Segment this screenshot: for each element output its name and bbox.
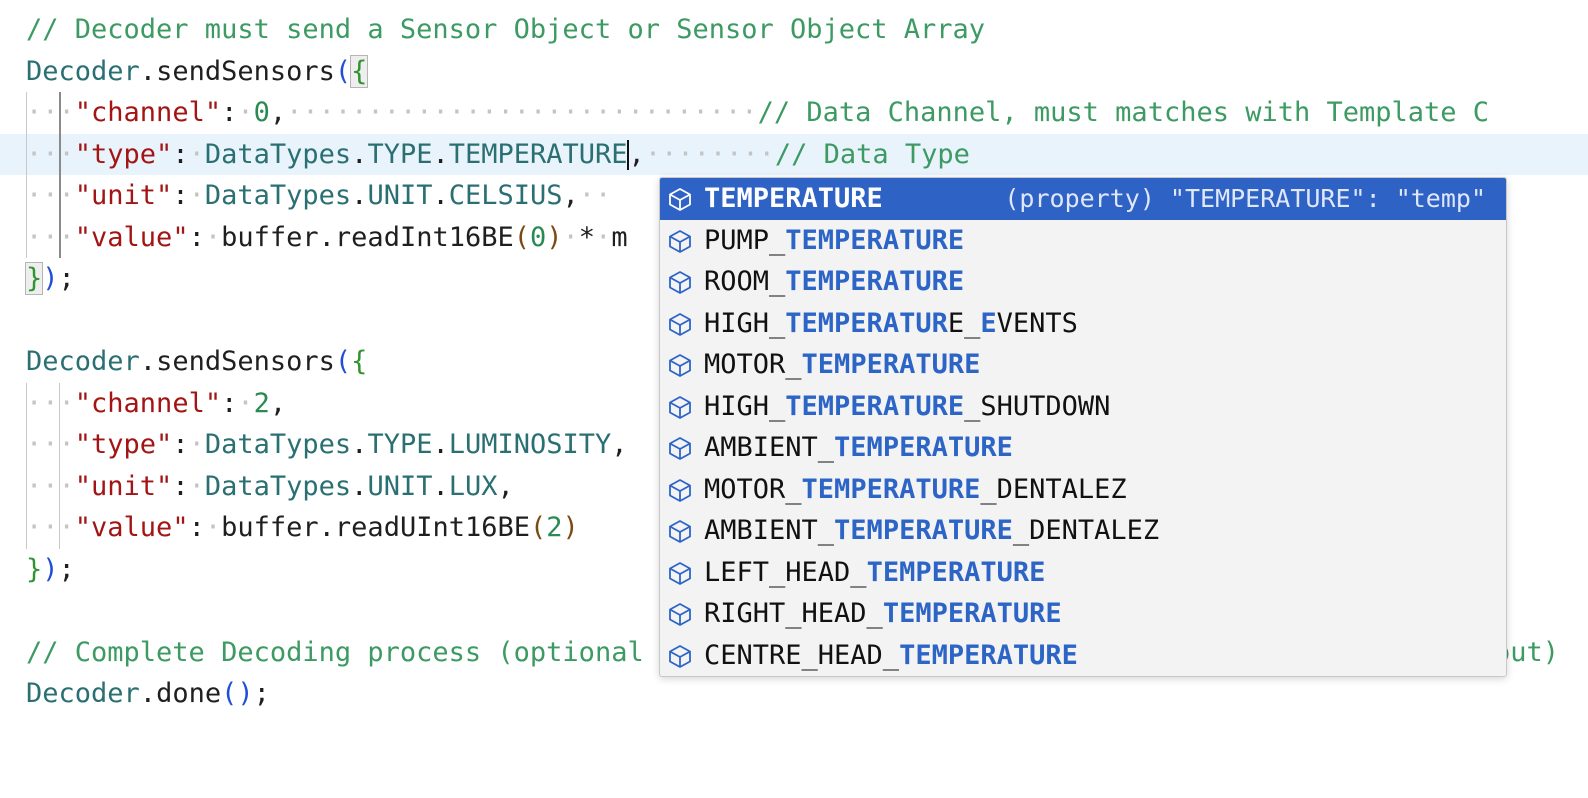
method-name: readUInt16BE <box>334 512 530 543</box>
property-cube-icon <box>669 603 691 626</box>
suggestion-item[interactable]: MOTOR_TEMPERATURE_DENTALEZ <box>660 469 1506 511</box>
identifier: UNIT <box>367 470 433 502</box>
code-line[interactable]: ···"unit":·DataTypes.UNIT.LUX, <box>0 465 1588 507</box>
suggestion-item[interactable]: LEFT_HEAD_TEMPERATURE <box>660 552 1506 594</box>
suggestion-label: MOTOR_TEMPERATURE_DENTALEZ <box>704 473 1127 505</box>
suggestion-item[interactable]: AMBIENT_TEMPERATURE_DENTALEZ <box>660 510 1506 552</box>
comment: // Decoder must send a Sensor Object or … <box>26 14 986 45</box>
suggestion-item[interactable]: PUMP_TEMPERATURE <box>660 220 1506 262</box>
identifier: LUMINOSITY <box>448 429 612 460</box>
property-key: "channel" <box>74 97 222 128</box>
suggestion-item[interactable]: HIGH_TEMPERATURE_SHUTDOWN <box>660 386 1506 428</box>
identifier: Decoder <box>26 678 140 709</box>
suggestion-label: CENTRE_HEAD_TEMPERATURE <box>704 639 1078 671</box>
identifier: DataTypes <box>204 470 352 502</box>
suggestion-item[interactable]: AMBIENT_TEMPERATURE <box>660 427 1506 469</box>
suggestion-item[interactable]: HIGH_TEMPERATURE_EVENTS <box>660 303 1506 345</box>
property-cube-icon <box>669 520 691 543</box>
suggestion-detail: (property) "TEMPERATURE": "temp" <box>1004 184 1486 213</box>
number-literal: 2 <box>546 512 563 543</box>
code-editor[interactable]: // Decoder must send a Sensor Object or … <box>0 0 1588 726</box>
identifier: Decoder <box>26 346 140 377</box>
bracket-match: } <box>24 262 44 295</box>
suggestion-item[interactable]: ROOM_TEMPERATURE <box>660 261 1506 303</box>
code-line[interactable]: }); <box>26 553 75 585</box>
property-cube-icon <box>669 229 691 253</box>
identifier: LUX <box>448 470 498 502</box>
code-line[interactable]: ···"value":·buffer.readInt16BE(0)·*·m <box>0 216 1588 258</box>
suggestion-label: HIGH_TEMPERATURE_SHUTDOWN <box>704 390 1111 422</box>
suggestion-item[interactable]: RIGHT_HEAD_TEMPERATURE <box>660 593 1506 635</box>
suggestion-item[interactable]: CENTRE_HEAD_TEMPERATURE <box>660 635 1506 677</box>
code-line[interactable]: ···"unit":·DataTypes.UNIT.CELSIUS,·· <box>0 175 1588 217</box>
bracket-match: { <box>350 54 369 88</box>
code-line[interactable]: Decoder.done(); <box>26 678 270 709</box>
property-key: "value" <box>74 221 189 253</box>
property-key: "unit" <box>74 180 173 211</box>
operator: * <box>578 221 596 253</box>
number-literal: 0 <box>253 97 270 128</box>
code-line[interactable]: ···"channel":·2, <box>0 382 1588 424</box>
code-line[interactable]: // Complete Decoding process (optional o… <box>0 632 1588 674</box>
identifier: DataTypes <box>204 429 352 460</box>
suggestion-item-selected[interactable]: TEMPERATURE (property) "TEMPERATURE": "te… <box>660 178 1506 220</box>
property-key: "channel" <box>74 387 222 419</box>
property-key: "type" <box>74 138 173 170</box>
code-line[interactable]: // Decoder must send a Sensor Object or … <box>0 9 1588 51</box>
property-key: "type" <box>74 429 173 460</box>
identifier: TYPE <box>367 138 433 170</box>
method-name: sendSensors <box>156 55 335 87</box>
identifier: DataTypes <box>204 138 352 170</box>
number-literal: 0 <box>530 221 547 253</box>
identifier: UNIT <box>367 180 433 211</box>
method-name: done <box>156 678 222 709</box>
code-line[interactable]: ···"type":·DataTypes.TYPE.LUMINOSITY, <box>0 424 1588 466</box>
property-key: "value" <box>74 512 189 543</box>
number-literal: 2 <box>253 387 270 419</box>
code-line[interactable]: Decoder.sendSensors({ <box>26 346 368 377</box>
property-cube-icon <box>669 561 691 585</box>
text-caret <box>626 140 629 170</box>
identifier: Decoder <box>26 55 140 87</box>
property-cube-icon <box>669 478 691 502</box>
property-cube-icon <box>669 271 691 294</box>
property-cube-icon <box>669 395 691 419</box>
identifier: TYPE <box>367 429 433 460</box>
identifier: DataTypes <box>204 180 352 211</box>
code-line[interactable]: ···"channel":·0,························… <box>0 92 1588 134</box>
suggestion-label: LEFT_HEAD_TEMPERATURE <box>704 556 1046 588</box>
property-cube-icon <box>669 644 691 668</box>
property-key: "unit" <box>74 470 173 502</box>
suggestion-label: AMBIENT_TEMPERATURE_DENTALEZ <box>704 515 1160 546</box>
identifier: m <box>611 221 628 253</box>
suggestion-label: RIGHT_HEAD_TEMPERATURE <box>704 598 1062 629</box>
comment: // Data Channel, must matches with Templ… <box>757 97 1490 128</box>
autocomplete-suggest-widget[interactable]: TEMPERATURE (property) "TEMPERATURE": "te… <box>659 177 1507 677</box>
code-line[interactable]: ···"value":·buffer.readUInt16BE(2) <box>0 507 1588 549</box>
method-name: sendSensors <box>156 346 335 377</box>
code-line[interactable]: }); <box>24 262 75 295</box>
suggestion-label: HIGH_TEMPERATURE_EVENTS <box>704 307 1078 339</box>
property-cube-icon <box>669 312 691 336</box>
suggestion-label: TEMPERATURE <box>704 183 883 214</box>
property-cube-icon <box>669 354 691 377</box>
identifier: CELSIUS <box>448 180 563 211</box>
identifier: buffer <box>221 221 319 253</box>
current-code-line[interactable]: ···"type":·DataTypes.TYPE.TEMPERATURE,··… <box>0 133 1588 175</box>
suggestion-label: MOTOR_TEMPERATURE <box>704 349 981 380</box>
comment: // Complete Decoding process (optional <box>26 636 644 668</box>
code-line[interactable]: Decoder.sendSensors({ <box>26 54 369 88</box>
property-cube-icon <box>669 437 691 460</box>
comment: // Data Type <box>774 138 970 170</box>
property-cube-icon <box>669 188 691 211</box>
identifier: TEMPERATURE <box>448 138 628 170</box>
suggestion-label: ROOM_TEMPERATURE <box>704 266 965 297</box>
suggestion-label: PUMP_TEMPERATURE <box>704 224 965 256</box>
suggestion-label: AMBIENT_TEMPERATURE <box>704 432 1013 463</box>
method-name: readInt16BE <box>334 221 514 253</box>
identifier: buffer <box>221 512 319 543</box>
suggestion-item[interactable]: MOTOR_TEMPERATURE <box>660 344 1506 386</box>
